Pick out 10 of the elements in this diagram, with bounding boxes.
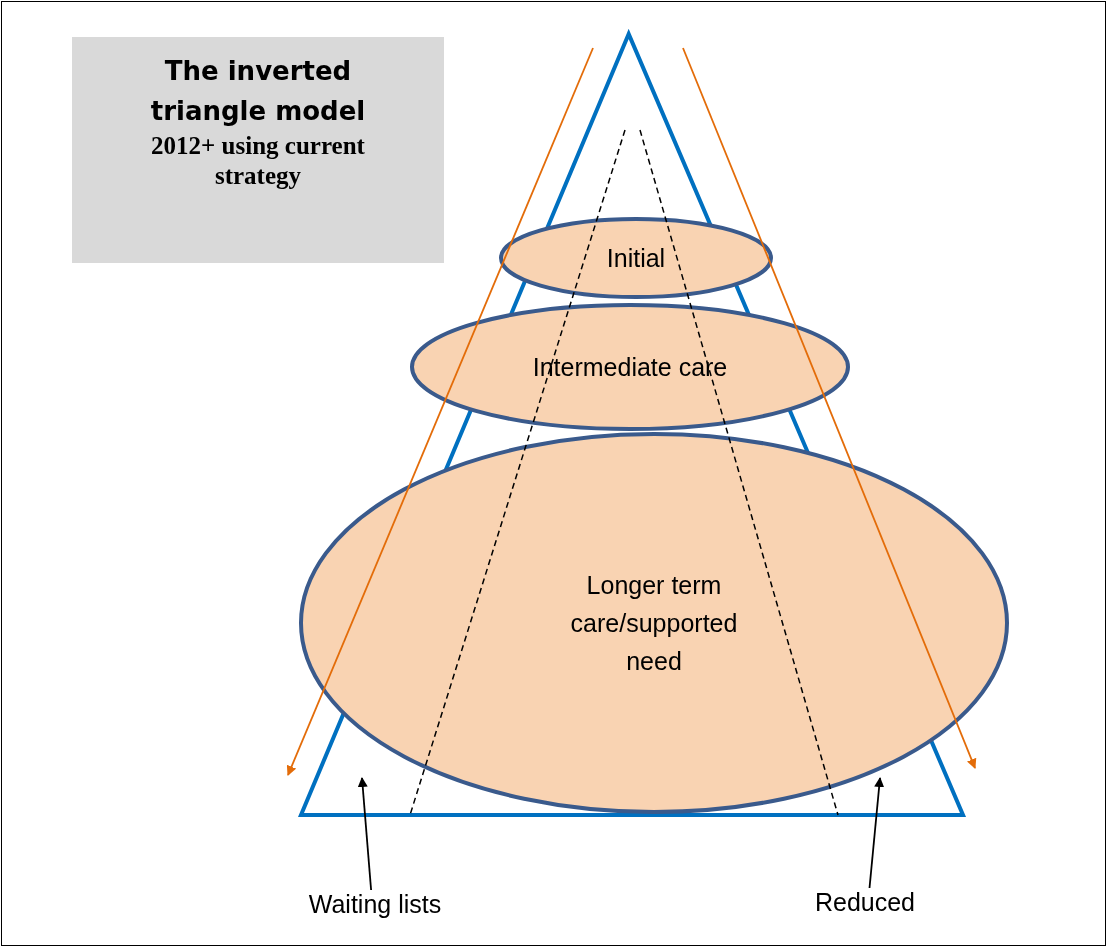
title-panel xyxy=(72,37,444,263)
subtitle-text: 2012+ using current strategy xyxy=(150,131,366,191)
annotation-label: Waiting lists xyxy=(308,890,442,918)
tier-label: Intermediate care xyxy=(532,352,728,383)
tier-label: Longer term care/supported need xyxy=(569,570,739,677)
title-text: The inverted triangle model xyxy=(149,55,367,128)
leader-arrow xyxy=(868,777,885,889)
leader-arrow xyxy=(357,777,372,891)
annotation-label: Reduced xyxy=(814,888,916,916)
tier-label: Initial xyxy=(606,243,666,274)
